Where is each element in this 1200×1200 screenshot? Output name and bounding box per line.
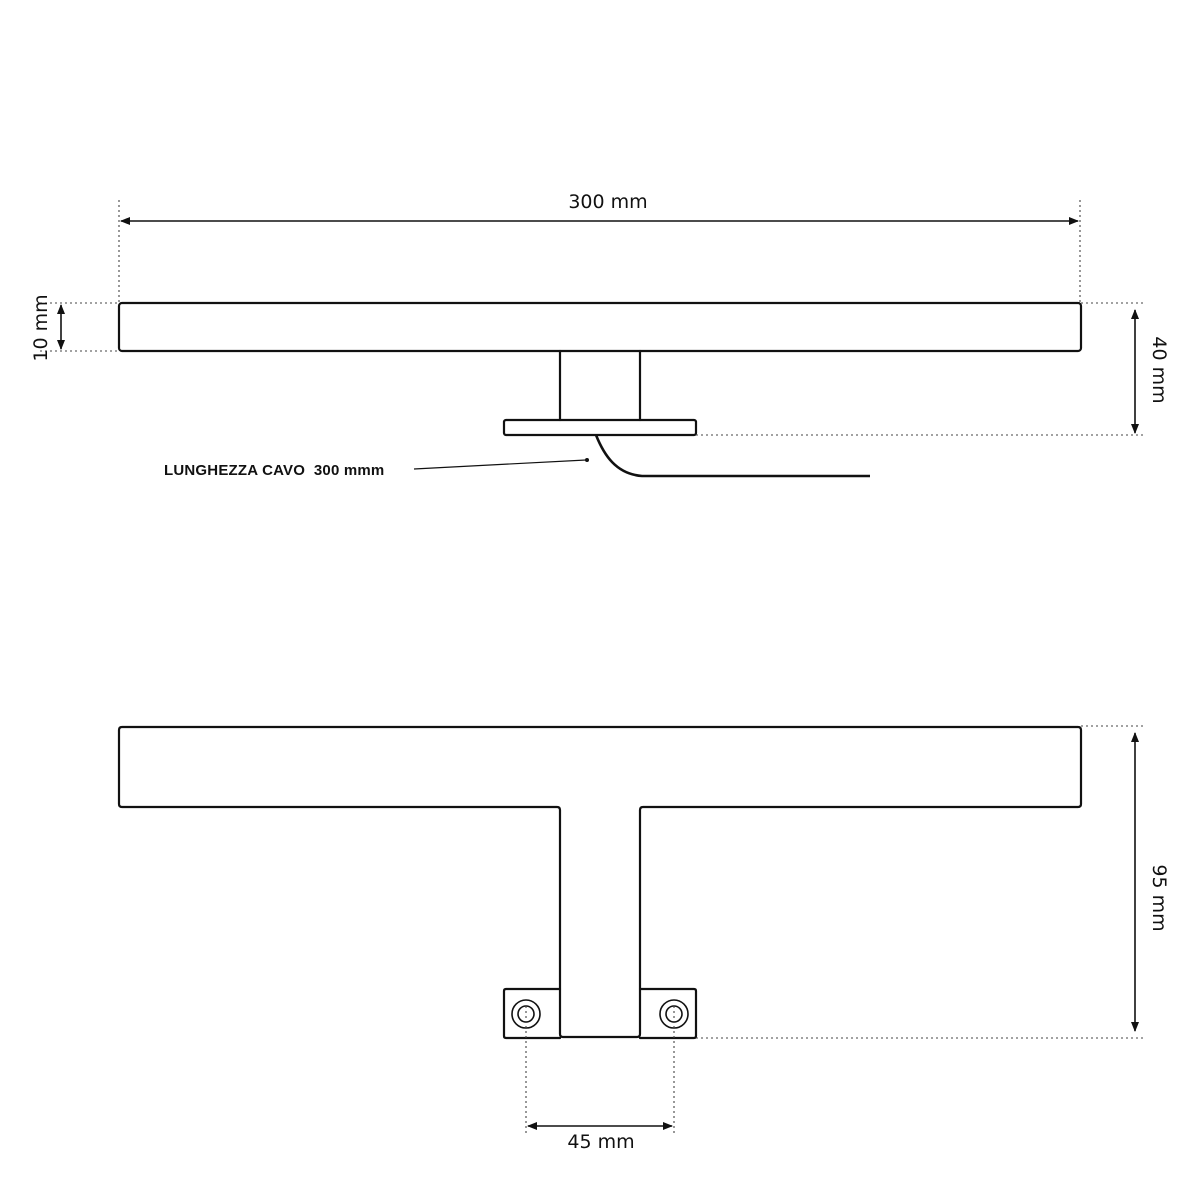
screw-hole-right-inner [665, 1005, 683, 1023]
power-cable [594, 434, 870, 478]
screw-hole-right-outer [659, 999, 689, 1029]
front-view: 95 mm 45 mm [117, 725, 1170, 1153]
cable-note-leader-dot [585, 458, 589, 462]
cable-length-note: LUNGHEZZA CAVO 300 mmm [164, 462, 384, 479]
lamp-body-front [117, 725, 1083, 1039]
lamp-bar-top [117, 301, 1083, 353]
length-dimension-label: 300 mm [568, 191, 647, 213]
wall-plate-top [502, 418, 698, 437]
screw-hole-left [511, 999, 541, 1029]
height-dimension-label: 40 mm [1148, 336, 1170, 403]
screw-hole-right [659, 999, 689, 1029]
screw-hole-left-inner [517, 1005, 535, 1023]
mounting-plate-right [638, 987, 698, 1040]
thickness-dimension-label: 10 mm [30, 294, 52, 361]
cable-note-leader [413, 459, 587, 470]
mounting-plate-left [502, 987, 562, 1040]
front-height-dimension-label: 95 mm [1148, 864, 1170, 931]
hole-spacing-dimension-label: 45 mm [567, 1131, 634, 1153]
top-view: 300 mm 10 mm 40 mm LUNGHEZZA CAVO 300 mm… [30, 191, 1170, 479]
screw-hole-left-outer [511, 999, 541, 1029]
